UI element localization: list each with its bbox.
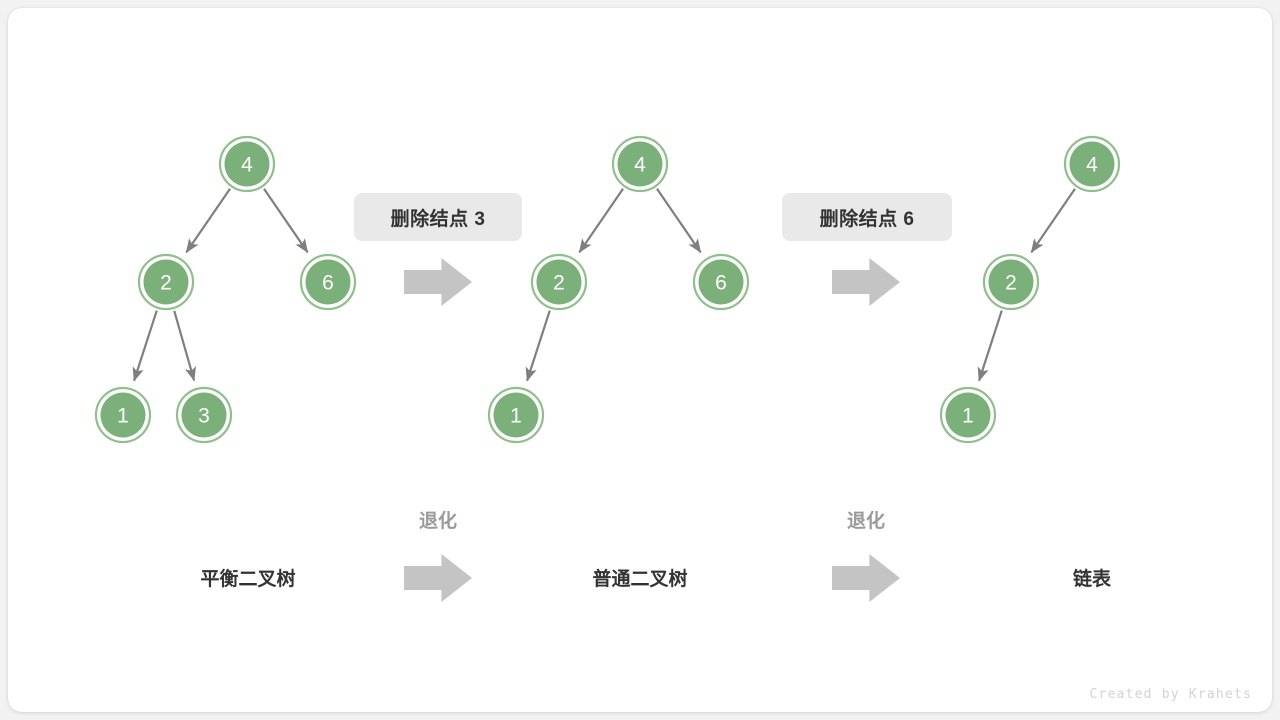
- node-value-label: 1: [117, 405, 129, 428]
- node-value-label: 1: [962, 405, 974, 428]
- stage-caption-linkedlist: 链表: [1072, 569, 1112, 590]
- node-fill: [224, 141, 270, 187]
- tree-node-linkedlist-2: 2: [982, 253, 1040, 311]
- node-value-label: 6: [322, 272, 334, 295]
- tree-edge-balanced-node-4-node-6: [263, 188, 309, 254]
- node-fill: [143, 259, 189, 305]
- block-arrows-layer: [404, 258, 900, 602]
- tree-node-balanced-3: 3: [175, 386, 233, 444]
- tree-node-ordinary-1: 1: [487, 386, 545, 444]
- tree-node-ordinary-2: 2: [530, 253, 588, 311]
- node-value-label: 2: [160, 272, 172, 295]
- tree-node-balanced-2: 2: [137, 253, 195, 311]
- node-value-label: 6: [715, 272, 727, 295]
- tree-node-balanced-1: 1: [94, 386, 152, 444]
- stage-caption-balanced: 平衡二叉树: [200, 569, 296, 590]
- tree-edge-balanced-node-2-node-1: [132, 310, 158, 382]
- watermark: Created by Krahets: [1089, 687, 1252, 702]
- node-fill: [181, 392, 227, 438]
- operation-box-delete-3: 删除结点 3: [354, 193, 522, 241]
- node-fill: [536, 259, 582, 305]
- node-fill: [493, 392, 539, 438]
- degeneration-arrow-degen-1: [404, 554, 472, 602]
- node-value-label: 2: [1005, 272, 1017, 295]
- tree-edge-linkedlist-node-2-node-1: [977, 310, 1003, 382]
- tree-node-linkedlist-1: 1: [939, 386, 997, 444]
- tree-node-ordinary-6: 6: [692, 253, 750, 311]
- node-value-label: 4: [634, 154, 646, 177]
- degeneration-label-degen-1: 退化: [418, 511, 458, 532]
- transition-arrow-delete-6: [832, 258, 900, 306]
- tree-node-balanced-6: 6: [299, 253, 357, 311]
- edges-layer: [132, 188, 1076, 382]
- tree-edge-balanced-node-2-node-3: [173, 310, 196, 382]
- nodes-layer: 4 2 6 1 3 4 2 6 1 4 2 1: [94, 135, 1121, 444]
- node-fill: [305, 259, 351, 305]
- node-fill: [1069, 141, 1115, 187]
- tree-edge-ordinary-node-4-node-2: [578, 188, 624, 254]
- transition-arrow-delete-3: [404, 258, 472, 306]
- node-value-label: 2: [553, 272, 565, 295]
- degeneration-arrow-degen-2: [832, 554, 900, 602]
- node-fill: [100, 392, 146, 438]
- tree-edge-balanced-node-4-node-2: [185, 188, 231, 254]
- node-value-label: 3: [198, 405, 210, 428]
- node-value-label: 4: [241, 154, 253, 177]
- degeneration-label-degen-2: 退化: [846, 511, 886, 532]
- operation-box-delete-6: 删除结点 6: [782, 193, 952, 241]
- tree-node-balanced-4: 4: [218, 135, 276, 193]
- node-value-label: 4: [1086, 154, 1098, 177]
- stage-caption-ordinary: 普通二叉树: [592, 569, 688, 590]
- tree-edge-ordinary-node-2-node-1: [525, 310, 551, 382]
- tree-node-ordinary-4: 4: [611, 135, 669, 193]
- tree-node-linkedlist-4: 4: [1063, 135, 1121, 193]
- diagram-card: [8, 8, 1272, 712]
- tree-edge-linkedlist-node-4-node-2: [1030, 188, 1076, 254]
- tree-edge-ordinary-node-4-node-6: [656, 188, 702, 254]
- node-fill: [698, 259, 744, 305]
- node-fill: [945, 392, 991, 438]
- node-fill: [988, 259, 1034, 305]
- node-value-label: 1: [510, 405, 522, 428]
- node-fill: [617, 141, 663, 187]
